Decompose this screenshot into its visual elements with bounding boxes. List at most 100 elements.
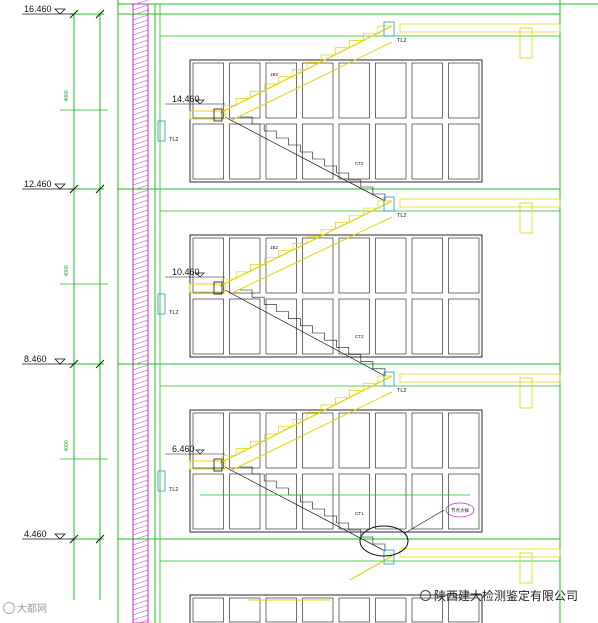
landing-elevation: 6.460 xyxy=(172,444,195,454)
window-pane xyxy=(229,62,261,119)
window-pane xyxy=(338,412,370,469)
lower-flight-steps xyxy=(240,466,386,551)
window-pane xyxy=(229,473,261,530)
landing-triangle-icon xyxy=(195,99,205,105)
dim-tick-mark xyxy=(95,534,105,544)
detail-callout-label: 节点大样 xyxy=(451,507,469,514)
right-column xyxy=(519,552,533,584)
window-pane xyxy=(229,412,261,469)
flight-label: CT2 xyxy=(355,334,364,339)
window-pane xyxy=(302,412,334,469)
slab-label: 1B2 xyxy=(270,72,279,77)
level-triangle-icon xyxy=(54,358,66,365)
window-pane xyxy=(229,298,261,355)
landing-beam xyxy=(213,458,223,472)
beam-tag: TL2 xyxy=(169,310,178,316)
slab-band xyxy=(399,198,561,208)
window-pane xyxy=(265,412,297,469)
window-pane xyxy=(192,123,224,180)
landing-slab xyxy=(189,110,226,120)
flight-label: CT1 xyxy=(355,511,364,516)
landing-beam xyxy=(213,281,223,295)
window-pane xyxy=(302,597,334,623)
lower-flight-steps xyxy=(240,116,386,201)
window-pane xyxy=(302,298,334,355)
level-elevation: 8.460 xyxy=(24,354,47,364)
window-pane xyxy=(229,597,261,623)
window-pane xyxy=(192,412,224,469)
upper-flight-steps xyxy=(221,375,392,463)
beam-tag-right: TL2 xyxy=(397,213,406,219)
window-pane xyxy=(411,62,443,119)
beam-section-right xyxy=(383,371,395,387)
window-pane xyxy=(375,473,407,530)
window-pane xyxy=(338,597,370,623)
landing-elevation: 10.460 xyxy=(172,267,200,277)
upper-flight-slab-bottom xyxy=(229,391,393,472)
beam-section xyxy=(157,293,166,315)
window-pane xyxy=(338,237,370,294)
watermark-text: 陕西建大检测鉴定有限公司 xyxy=(434,589,579,603)
window-grids xyxy=(189,59,483,623)
right-column xyxy=(519,27,533,59)
landing-elevation: 14.460 xyxy=(172,94,200,104)
lower-flight-line xyxy=(224,466,386,552)
window-frame xyxy=(189,59,483,183)
window-pane xyxy=(265,597,297,623)
upper-flight-steps xyxy=(221,25,392,113)
dimension-value: 4000 xyxy=(64,440,70,451)
window-pane xyxy=(229,123,261,180)
detail-callout: 节点大样 xyxy=(359,502,475,557)
beam-tag-right: TL2 xyxy=(397,388,406,394)
window-pane xyxy=(265,298,297,355)
window-pane xyxy=(448,412,480,469)
window-pane xyxy=(302,62,334,119)
level-triangle-icon xyxy=(54,183,66,190)
window-pane xyxy=(448,473,480,530)
window-pane xyxy=(265,62,297,119)
flight-label: CT2 xyxy=(355,161,364,166)
window-pane xyxy=(338,123,370,180)
dimension-value: 4000 xyxy=(64,90,70,101)
window-frame xyxy=(189,234,483,358)
right-column xyxy=(519,202,533,234)
window-pane xyxy=(192,597,224,623)
level-triangle-icon xyxy=(54,533,66,540)
floor-slabs xyxy=(118,13,561,584)
beam-section-right xyxy=(383,549,395,565)
window-pane xyxy=(192,237,224,294)
window-pane xyxy=(265,237,297,294)
slab-band xyxy=(399,23,561,33)
window-pane xyxy=(229,237,261,294)
logo-icon xyxy=(3,602,15,614)
level-elevation: 4.460 xyxy=(24,529,47,539)
window-pane xyxy=(375,597,407,623)
window-pane xyxy=(375,237,407,294)
window-pane xyxy=(448,237,480,294)
window-pane xyxy=(265,123,297,180)
beam-section xyxy=(157,470,166,492)
window-pane xyxy=(375,298,407,355)
right-column xyxy=(519,377,533,409)
window-pane xyxy=(411,237,443,294)
landing-slab xyxy=(189,460,226,470)
window-pane xyxy=(338,298,370,355)
window-pane xyxy=(192,298,224,355)
window-pane xyxy=(265,473,297,530)
left-wall xyxy=(117,0,161,623)
window-pane xyxy=(411,298,443,355)
window-pane xyxy=(448,298,480,355)
dimension-value: 4000 xyxy=(64,265,70,276)
level-triangle-icon xyxy=(54,8,66,15)
window-pane xyxy=(302,237,334,294)
slab-label: 1B2 xyxy=(270,245,279,250)
window-pane xyxy=(448,62,480,119)
landing-slab xyxy=(189,283,226,293)
window-pane xyxy=(302,123,334,180)
watermark: 陕西建大检测鉴定有限公司 xyxy=(420,587,578,604)
upper-flight-slab-bottom xyxy=(229,41,393,122)
dim-tick-mark xyxy=(95,359,105,369)
